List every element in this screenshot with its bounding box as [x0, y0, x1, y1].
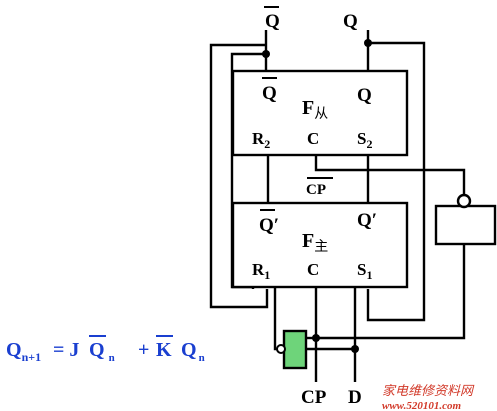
wire-left-outer	[209, 43, 269, 309]
junction-qbar	[262, 50, 270, 58]
watermark-chinese: 家电维修资料网	[382, 383, 475, 398]
inverter-bubble	[456, 193, 472, 209]
master-name: F主	[302, 230, 328, 255]
wire-right-outer	[366, 41, 426, 322]
master-r-label: R1	[252, 260, 270, 282]
wire-inverter-out	[316, 244, 466, 340]
wire-cbar	[314, 155, 466, 195]
gate	[282, 329, 308, 370]
label-top-qbar: Q	[265, 11, 280, 32]
junction-d	[351, 345, 359, 353]
master-flip-flop	[231, 201, 409, 289]
eq-kbar: K	[156, 339, 172, 361]
slave-s-label: S2	[357, 129, 372, 151]
slave-c-label: C	[307, 129, 319, 148]
top-terminal-qbar: Q	[264, 6, 280, 32]
master-q-label: Q′	[357, 210, 377, 231]
slave-q-label: Q	[357, 85, 372, 106]
master-s-label: S1	[357, 260, 372, 282]
eq-equals-j: = J	[53, 339, 79, 361]
eq-q: Qn+1	[6, 339, 41, 364]
watermark: 家电维修资料网 www.520101.com	[382, 383, 475, 411]
junction-cp	[312, 334, 320, 342]
slave-qbar-label: Q	[262, 83, 277, 104]
inverter	[434, 204, 497, 246]
wire-r1-gate	[273, 287, 283, 351]
junction-q	[364, 39, 372, 47]
slave-r-label: R2	[252, 129, 270, 151]
master-c-label: C	[307, 260, 319, 279]
slave-flip-flop	[231, 69, 409, 157]
label-bottom-cp: CP	[301, 387, 327, 408]
cp-bar-label: CP	[306, 182, 326, 198]
gate-bubble	[276, 344, 286, 354]
label-bottom-d: D	[348, 387, 362, 408]
label-top-q: Q	[343, 11, 358, 32]
master-qbar-label: Q′	[259, 215, 279, 236]
watermark-url: www.520101.com	[382, 400, 461, 411]
slave-name: F从	[302, 97, 328, 122]
eq-plus: +	[138, 339, 149, 361]
